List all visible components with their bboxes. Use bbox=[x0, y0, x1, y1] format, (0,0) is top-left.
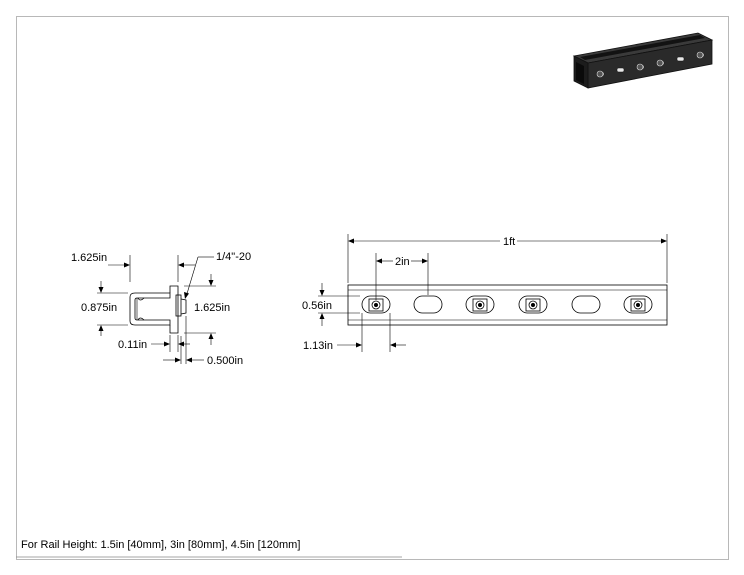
rail-height-note: For Rail Height: 1.5in [40mm], 3in [80mm… bbox=[21, 539, 301, 551]
slot-3 bbox=[465, 295, 495, 314]
slot-4 bbox=[518, 295, 548, 314]
length-label: 1ft bbox=[503, 236, 515, 248]
slot-2 bbox=[413, 295, 443, 314]
thickness-label: 0.11in bbox=[118, 339, 147, 351]
slot-5 bbox=[571, 295, 601, 314]
bolt-2 bbox=[472, 298, 488, 312]
height-label: 1.625in bbox=[71, 252, 107, 264]
slot-6 bbox=[623, 295, 653, 314]
rail-outline bbox=[347, 284, 668, 326]
isometric-rail-view bbox=[572, 32, 714, 89]
spacing-label: 2in bbox=[395, 256, 410, 268]
bolt-1 bbox=[368, 298, 384, 312]
opening-label: 0.875in bbox=[81, 302, 117, 314]
bolt-4 bbox=[630, 298, 646, 312]
bolt-3 bbox=[525, 298, 541, 312]
drawing-border bbox=[16, 16, 729, 560]
channel-profile bbox=[129, 292, 171, 326]
nut-label: 0.500in bbox=[207, 355, 243, 367]
slot-row bbox=[361, 295, 653, 314]
side-view: 1ft 2in 0.56in 1.13in bbox=[302, 234, 668, 352]
side-height-label: 1.625in bbox=[194, 302, 230, 314]
slot-height-label: 0.56in bbox=[302, 300, 332, 312]
thread-label: 1/4"-20 bbox=[216, 251, 251, 263]
profile-view: 1.625in 0.875in 1.625in 1/4"-20 0.11in bbox=[71, 251, 251, 367]
edge-offset-label: 1.13in bbox=[303, 340, 333, 352]
